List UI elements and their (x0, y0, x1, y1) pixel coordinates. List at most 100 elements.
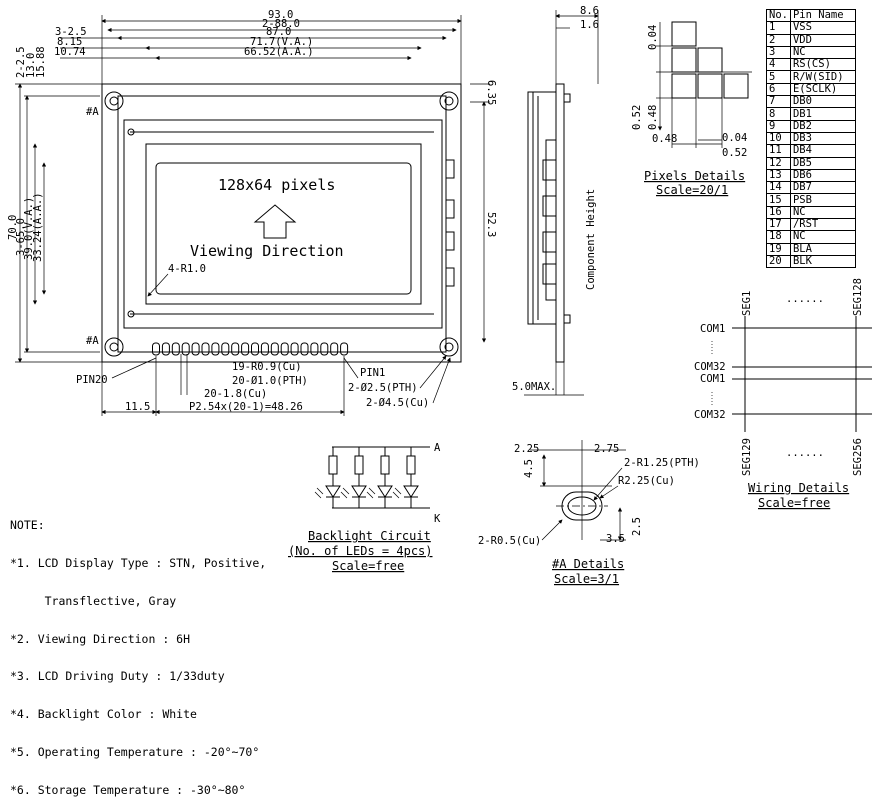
mounting-hole-top-right (439, 91, 459, 111)
dim-overall-height: 70.0 (7, 215, 19, 240)
dim-v-15-88: 15.88 (35, 46, 47, 78)
pin-name: DB0 (789, 95, 856, 109)
com1-label-a: COM1 (700, 323, 725, 335)
wiring-details: SEG1 SEG128 SEG129 SEG256 ...... ...... … (694, 278, 872, 510)
anode-label: A (434, 442, 441, 454)
polarizer-dot (127, 310, 135, 318)
left-dimensions: 2-2.5 13.0 15.88 70.0 3-65.0 39.0(V.A.) … (7, 46, 110, 363)
pixel-pitch-v: 0.52 (631, 105, 643, 130)
pin-number: 19 (766, 242, 791, 256)
pin-pad (171, 342, 180, 356)
pin-pad (280, 342, 289, 356)
polarizer-dot (127, 128, 135, 136)
active-area (155, 162, 412, 295)
cathode-label: K (434, 513, 441, 525)
side-led-contacts (445, 159, 455, 287)
note-line: *1. LCD Display Type : STN, Positive, (10, 555, 267, 570)
hole-details-title: #A Details (552, 557, 624, 571)
dim-pth-holes: 20-Ø1.0(PTH) (232, 375, 308, 387)
dim-right-height: 52.3 (485, 212, 497, 237)
dim-va-height: 39.0(V.A.) (23, 197, 35, 260)
mounting-hole-top-left (104, 91, 124, 111)
hole-a-details: 2.25 2.75 4.5 2-R1.25(PTH) R2.25(Cu) 2-R… (478, 440, 700, 586)
led-branch (366, 447, 393, 508)
pin-pad (241, 342, 250, 356)
dim-va-width: 71.7(V.A.) (250, 36, 313, 48)
pin-pad (221, 342, 230, 356)
com32-label-b: COM32 (694, 409, 726, 421)
pin-pad (260, 342, 269, 356)
pin-name: RS(CS) (789, 58, 856, 72)
pin-pad (211, 342, 220, 356)
dim-pth-big: 2-Ø2.5(PTH) (348, 382, 418, 394)
pixel-pitch-h: 0.52 (722, 147, 747, 159)
pin-no-header: No. (766, 8, 791, 23)
pin-number: 8 (766, 107, 791, 121)
dim-corner-radius: 4-R1.0 (168, 263, 206, 275)
screen-resolution-label: 128x64 pixels (218, 176, 335, 194)
pin-name: VDD (789, 33, 856, 47)
seg256-label: SEG256 (852, 438, 864, 476)
seg129-label: SEG129 (741, 438, 753, 476)
notes-heading: NOTE: (10, 518, 45, 533)
dim-pcb-thickness: 1.6 (580, 19, 599, 31)
pin-name: E(SCLK) (789, 82, 856, 97)
lcd-glass-side (527, 91, 557, 325)
pin-number: 18 (766, 230, 791, 244)
pin-pad (181, 342, 190, 356)
hole-dim-4-5: 4.5 (523, 459, 535, 478)
pin-pad (152, 342, 160, 356)
wiring-dots-top: ...... (786, 293, 824, 305)
pin-number: 3 (766, 45, 791, 60)
pin-name: VSS (789, 21, 856, 35)
led-branch (392, 447, 419, 508)
backlight-subtitle: (No. of LEDs = 4pcs) (288, 544, 433, 558)
pin-name: DB6 (789, 168, 856, 183)
wiring-details-title: Wiring Details (748, 481, 849, 495)
hole-a-label-top: #A (86, 106, 99, 118)
pin-pad (201, 342, 210, 356)
pin-number: 12 (766, 156, 791, 170)
pin1-label: PIN1 (360, 367, 385, 379)
pin-number: 13 (766, 168, 791, 183)
hole-dim-3-5: 3.5 (606, 533, 625, 545)
pin-name: R/W(SID) (789, 70, 856, 84)
pin-number: 20 (766, 254, 791, 269)
dim-bezel-width: 2-88.0 (262, 18, 300, 30)
seg1-label: SEG1 (741, 291, 753, 316)
main-front-view: 93.0 2-88.0 87.0 71.7(V.A.) 66.52(A.A.) … (7, 9, 497, 416)
pin-pad (340, 342, 349, 356)
note-line: *3. LCD Driving Duty : 1/33duty (10, 669, 225, 684)
drawing-canvas: 93.0 2-88.0 87.0 71.7(V.A.) 66.52(A.A.) … (7, 5, 872, 586)
pin-name: BLK (789, 254, 856, 269)
dim-offset-8-15: 8.15 (57, 36, 82, 48)
pin-pad (161, 342, 170, 356)
pin-number: 16 (766, 205, 791, 220)
pin-name: DB1 (789, 107, 856, 121)
pixel-details-scale: Scale=20/1 (656, 183, 728, 197)
pin-number: 14 (766, 181, 791, 195)
note-line: *2. Viewing Direction : 6H (10, 631, 191, 646)
mounting-hole-bottom-right (439, 337, 459, 357)
pin-name: /RST (789, 218, 856, 232)
backlight-scale: Scale=free (332, 559, 404, 573)
pin-number: 4 (766, 58, 791, 72)
pin-number: 10 (766, 131, 791, 146)
hole-details-scale: Scale=3/1 (554, 572, 619, 586)
pin-pad (251, 342, 259, 356)
pin-name: DB3 (789, 131, 856, 146)
hole-pth-radius: 2-R1.25(PTH) (624, 457, 700, 469)
dim-cu-pad: 20-1.8(Cu) (204, 388, 267, 400)
pin-pad (191, 342, 200, 356)
